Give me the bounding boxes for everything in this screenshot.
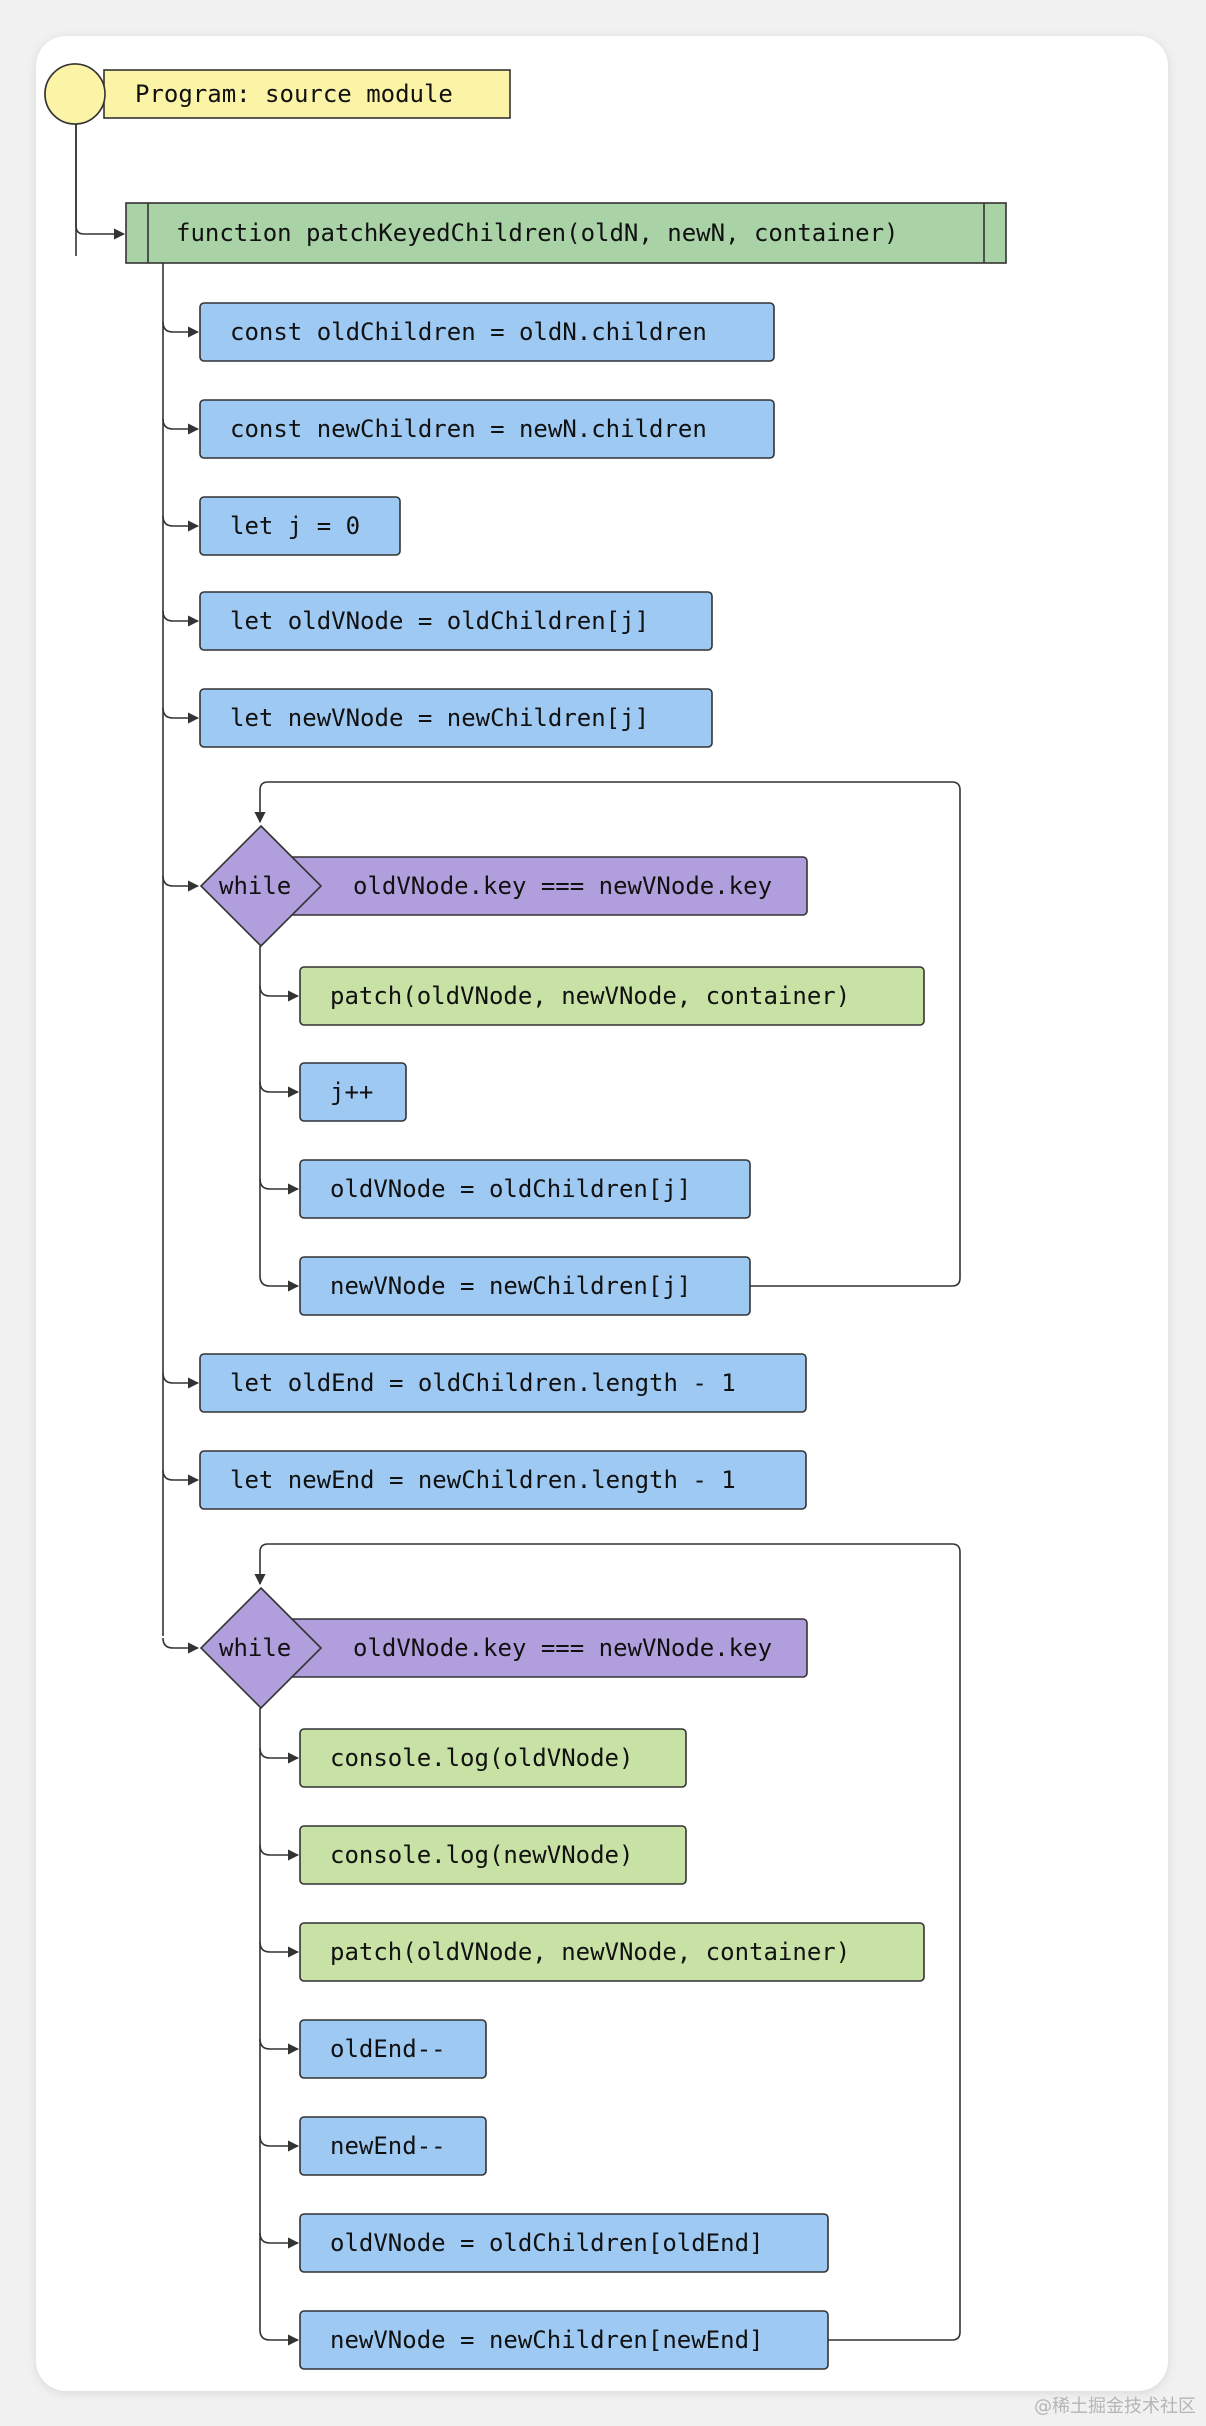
statement-label: newVNode = newChildren[j]	[330, 1272, 691, 1300]
branch-arrow	[259, 2135, 300, 2152]
while-keyword: while	[219, 872, 291, 900]
branch-arrow	[162, 1372, 200, 1389]
branch-arrow	[259, 985, 300, 1002]
branch-arrow	[259, 1178, 300, 1195]
branch-arrow	[259, 2329, 300, 2346]
statement-node	[199, 302, 775, 362]
statement-node	[299, 2213, 829, 2273]
loop2-back-edge	[254, 1543, 961, 2341]
statement-label: oldVNode = oldChildren[oldEnd]	[330, 2229, 763, 2257]
statement-label: let oldVNode = oldChildren[j]	[230, 607, 649, 635]
branch-arrow	[162, 418, 200, 435]
function-label: function patchKeyedChildren(oldN, newN, …	[176, 219, 898, 247]
statement-node	[199, 496, 401, 556]
branch-arrow	[259, 1081, 300, 1098]
statement-node	[299, 2310, 829, 2370]
watermark: @稀土掘金技术社区	[1034, 2396, 1196, 2417]
start-circle-front	[44, 63, 106, 125]
function-node	[125, 202, 1007, 264]
statement-label: console.log(oldVNode)	[330, 1744, 633, 1772]
branch-arrow	[259, 1941, 300, 1958]
program-node	[103, 69, 511, 119]
statement-node	[299, 1825, 687, 1885]
statement-node	[299, 1062, 407, 1122]
statement-node	[199, 399, 775, 459]
while-diamond	[199, 1586, 323, 1710]
statement-label: let newEnd = newChildren.length - 1	[230, 1466, 736, 1494]
statement-node	[299, 1922, 925, 1982]
branch-arrow	[162, 1637, 200, 1654]
statement-node	[299, 1728, 687, 1788]
diagram-card: Program: source module function patchKeye…	[36, 36, 1168, 2391]
flowchart: Program: source module function patchKeye…	[44, 63, 1007, 2370]
branch-arrow	[162, 321, 200, 338]
statement-label: let oldEnd = oldChildren.length - 1	[230, 1369, 736, 1397]
statement-label: patch(oldVNode, newVNode, container)	[330, 982, 850, 1010]
statement-label: let newVNode = newChildren[j]	[230, 704, 649, 732]
connector-lines	[75, 124, 961, 2346]
statement-node	[299, 1159, 751, 1219]
branch-arrow	[162, 515, 200, 532]
while-condition-label: oldVNode.key === newVNode.key	[353, 872, 772, 900]
branch-arrow	[162, 610, 200, 627]
statement-label: let j = 0	[230, 512, 360, 540]
branch-arrow	[259, 1747, 300, 1764]
statement-label: newEnd--	[330, 2132, 446, 2160]
branch-arrow	[162, 875, 200, 892]
branch-arrow	[259, 1275, 300, 1292]
statement-label: oldVNode = oldChildren[j]	[330, 1175, 691, 1203]
statement-node	[199, 1353, 807, 1413]
statement-label: patch(oldVNode, newVNode, container)	[330, 1938, 850, 1966]
statement-node	[199, 1450, 807, 1510]
branch-arrow	[259, 2232, 300, 2249]
branch-arrow	[162, 707, 200, 724]
statement-label: newVNode = newChildren[newEnd]	[330, 2326, 763, 2354]
statement-node	[199, 591, 713, 651]
statement-node	[299, 1256, 751, 1316]
branch-arrow	[259, 2038, 300, 2055]
statement-label: const oldChildren = oldN.children	[230, 318, 707, 346]
statement-label: j++	[330, 1078, 373, 1106]
statement-node	[199, 688, 713, 748]
while-diamond	[199, 824, 323, 948]
while-condition-label: oldVNode.key === newVNode.key	[353, 1634, 772, 1662]
statement-label: const newChildren = newN.children	[230, 415, 707, 443]
program-label: Program: source module	[135, 80, 453, 108]
statement-node	[299, 966, 925, 1026]
statement-node	[299, 2019, 487, 2079]
branch-arrow	[162, 1469, 200, 1486]
while-keyword: while	[219, 1634, 291, 1662]
statement-node	[299, 2116, 487, 2176]
statement-label: oldEnd--	[330, 2035, 446, 2063]
flow-nodes: Program: source module function patchKeye…	[44, 63, 1007, 2370]
program-to-function-arrow	[75, 124, 126, 240]
branch-arrow	[259, 1844, 300, 1861]
statement-label: console.log(newVNode)	[330, 1841, 633, 1869]
loop1-back-edge	[254, 781, 961, 1287]
